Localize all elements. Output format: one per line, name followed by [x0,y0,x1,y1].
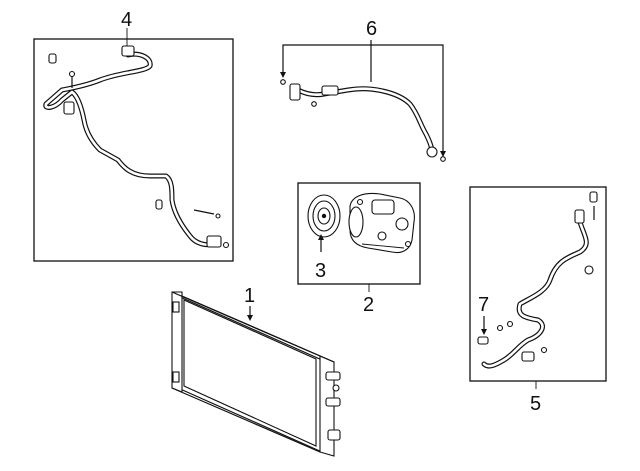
suction-hose [43,51,217,248]
pulley-center [321,213,327,219]
discharge-hose-group: 6 [280,18,446,162]
valve-core [477,336,489,345]
condenser-mount-bottom [172,371,180,383]
suction-hose-highlight [44,52,216,247]
discharge-o-ring-left [280,79,286,85]
liquid-line-box [469,186,607,382]
condenser-top-rail-2 [181,295,335,363]
compressor-rib [361,243,405,249]
condenser-mount-top [172,301,180,313]
discharge-hose [295,86,435,155]
liquid-hose-highlight [482,220,588,368]
condenser-o-ring [332,384,340,392]
leader-6-arrow-left [280,72,286,78]
suction-end-fitting [206,235,222,248]
suction-stud [193,209,215,215]
liquid-o-ring-1 [496,324,504,332]
condenser-lower-fitting [325,397,341,407]
compressor-manifold [371,199,395,215]
callout-5: 5 [530,393,541,415]
condenser-bottom-rail [171,387,321,453]
leader-6-arrow-right [440,151,446,157]
callout-1: 1 [244,285,255,307]
liquid-end-fitting [521,351,535,362]
condenser-group: 1 [171,285,341,457]
compressor-front-face [348,206,364,238]
callout-2: 2 [363,294,374,316]
callout-4: 4 [121,9,132,31]
discharge-o-ring-mid [311,101,317,107]
liquid-top-fitting [574,209,585,224]
compressor-box [297,182,421,285]
suction-o-ring-2 [222,241,230,249]
liquid-nut [584,265,594,275]
leader-7-arrow [481,329,487,335]
callout-3: 3 [315,260,326,282]
discharge-hose-highlight [296,87,434,154]
callout-6: 6 [366,18,377,40]
leader-1-arrow [247,315,253,321]
liquid-o-ring-2 [506,320,514,328]
clutch-pulley [307,194,341,238]
compressor-body [348,192,415,254]
leader-3-arrow [318,234,324,240]
condenser-core-inner [183,299,317,447]
suction-line-group: 4 [33,9,234,262]
suction-line-box [33,38,234,262]
compressor-housing [349,192,415,254]
compressor-boss [377,231,387,241]
condenser-drier [327,429,341,441]
suction-top-fitting [121,45,135,57]
liquid-line-group: 5 7 [469,186,607,415]
discharge-fitting-left [289,83,301,101]
suction-valve-cap [155,199,163,210]
liquid-o-ring-3 [540,346,548,354]
suction-bolt-head [68,70,76,78]
compressor-mount-1 [356,198,364,206]
discharge-fitting-right [426,146,438,158]
discharge-crimp [321,85,339,96]
compressor-mount-2 [404,240,412,248]
leader-6-bracket [282,44,444,154]
condenser-upper-fitting [325,371,341,381]
suction-o-ring-1 [215,213,221,219]
callout-7: 7 [478,294,489,316]
compressor-group: 2 3 [297,182,421,316]
suction-cap [48,53,57,64]
liquid-cap [589,191,598,203]
discharge-o-ring-right [440,156,446,162]
compressor-port [395,217,409,231]
suction-bracket [63,101,75,115]
